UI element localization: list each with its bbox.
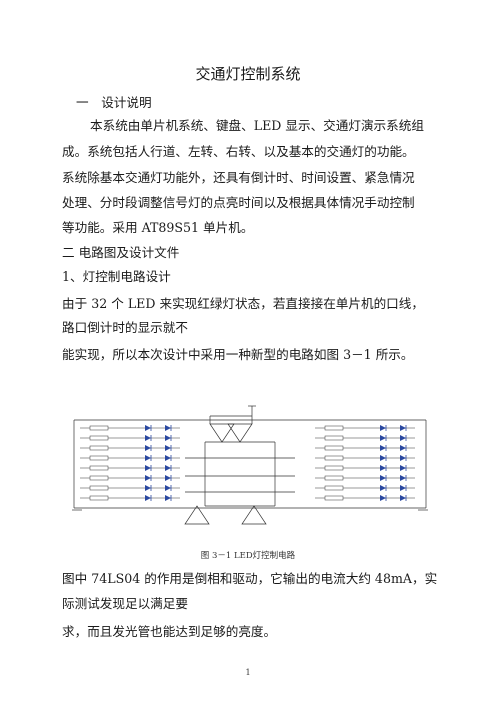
led-symbol [380, 465, 386, 471]
resistor-symbol [89, 445, 109, 451]
led-symbol [380, 475, 386, 481]
resistor-symbol [324, 425, 344, 431]
led-symbol [145, 425, 151, 431]
document-title: 交通灯控制系统 [195, 65, 301, 83]
led-symbol [145, 465, 151, 471]
resistor-symbol [324, 465, 344, 471]
resistor-symbol [89, 465, 109, 471]
paragraph-line: 处理、分时段调整信号灯的点亮时间以及根据具体情况手动控制 [62, 195, 415, 210]
paragraph-line: 本系统由单片机系统、键盘、LED 显示、交通灯演示系统组 [90, 118, 424, 133]
paragraph-line: 求，而且发光管也能达到足够的亮度。 [62, 624, 277, 639]
led-symbol [145, 495, 151, 501]
resistor-symbol [89, 435, 109, 441]
led-symbol [380, 455, 386, 461]
resistor-symbol [324, 435, 344, 441]
led-symbol [400, 465, 406, 471]
led-symbol [400, 495, 406, 501]
led-symbol [400, 455, 406, 461]
led-symbol [400, 475, 406, 481]
resistor-symbol [324, 495, 344, 501]
paragraph-line: 能实现，所以本次设计中采用一种新型的电路如图 3－1 所示。 [62, 347, 414, 362]
resistor-symbol [324, 485, 344, 491]
led-symbol [400, 425, 406, 431]
led-symbol [380, 485, 386, 491]
led-symbol [165, 485, 171, 491]
paragraph-line: 系统除基本交通灯功能外，还具有倒计时、时间设置、紧急情况 [62, 170, 415, 185]
resistor-symbol [89, 425, 109, 431]
resistor-symbol [324, 455, 344, 461]
led-symbol [145, 445, 151, 451]
paragraph-line: 图中 74LS04 的作用是倒相和驱动，它输出的电流大约 48mA，实 [62, 571, 438, 586]
led-symbol [165, 445, 171, 451]
figure-caption: 图 3－1 LED灯控制电路 [200, 551, 296, 561]
led-symbol [145, 475, 151, 481]
page-number: 1 [245, 668, 251, 677]
led-symbol [400, 485, 406, 491]
led-symbol [380, 435, 386, 441]
led-symbol [165, 455, 171, 461]
paragraph-line: 等功能。采用 AT89S51 单片机。 [62, 220, 254, 235]
led-symbol [165, 435, 171, 441]
resistor-symbol [324, 475, 344, 481]
led-symbol [400, 445, 406, 451]
paragraph-line: 由于 32 个 LED 来实现红绿灯状态，若直接接在单片机的口线， [62, 296, 424, 311]
section-heading-circuit: 二 电路图及设计文件 [62, 245, 180, 260]
resistor-symbol [324, 445, 344, 451]
resistor-symbol [89, 485, 109, 491]
resistor-symbol [89, 475, 109, 481]
section-heading-design: 一 设计说明 [76, 95, 152, 110]
led-symbol [165, 495, 171, 501]
led-symbol [380, 495, 386, 501]
resistor-symbol [89, 455, 109, 461]
led-symbol [165, 465, 171, 471]
led-symbol [165, 425, 171, 431]
paragraph-line: 际测试发现足以满足要 [62, 596, 188, 611]
paragraph-line: 路口倒计时的显示就不 [62, 320, 188, 335]
led-symbol [380, 445, 386, 451]
resistor-symbol [89, 495, 109, 501]
led-symbol [380, 425, 386, 431]
led-symbol [400, 435, 406, 441]
led-symbol [145, 455, 151, 461]
led-symbol [165, 475, 171, 481]
led-symbol [145, 485, 151, 491]
led-symbol [145, 435, 151, 441]
subsection-heading-led-control: 1、灯控制电路设计 [62, 269, 171, 284]
paragraph-line: 成。系统包括人行道、左转、右转、以及基本的交通灯的功能。 [62, 144, 415, 159]
led-control-circuit-diagram [72, 405, 428, 525]
